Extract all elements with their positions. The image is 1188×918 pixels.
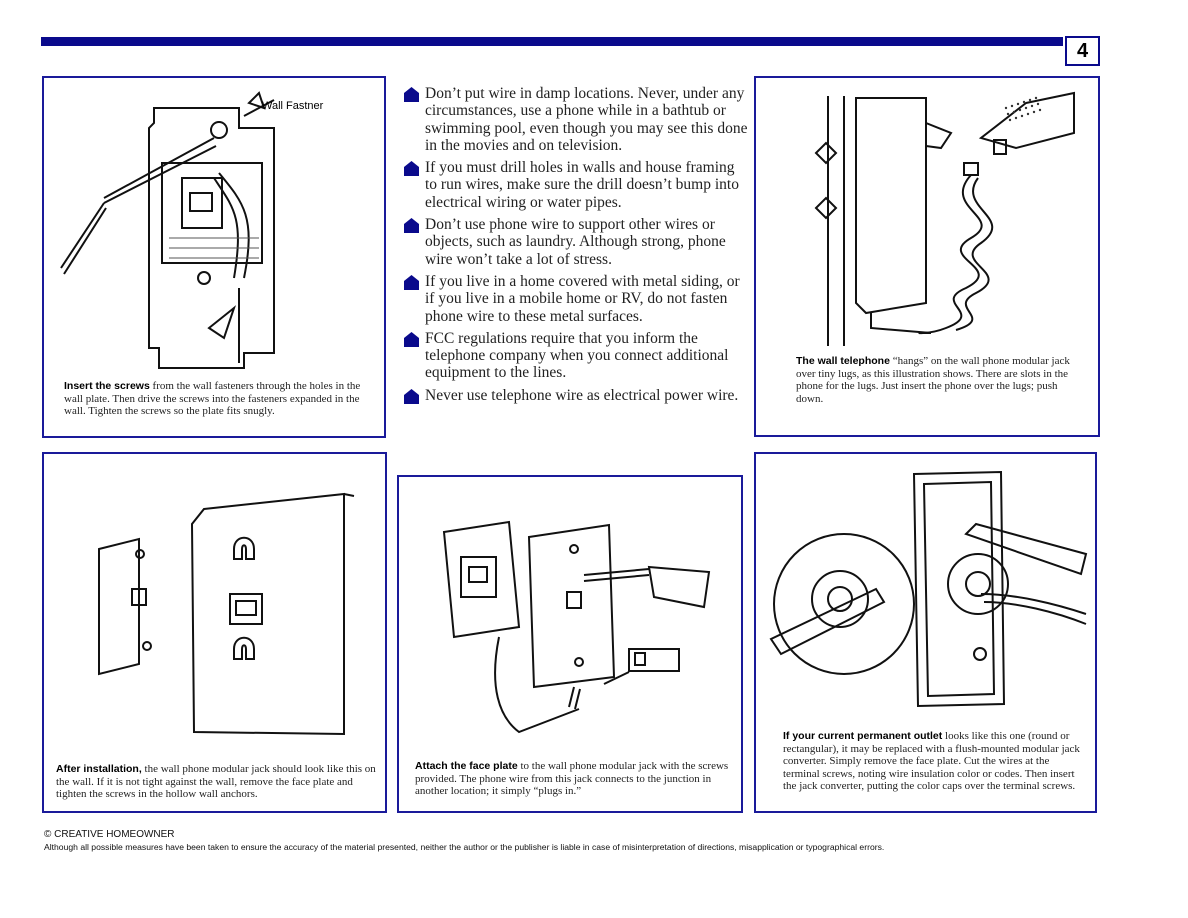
house-icon xyxy=(404,331,419,347)
panel-permanent-outlet: If your current permanent outlet looks l… xyxy=(754,452,1097,813)
permanent-outlet-illustration xyxy=(769,470,1088,708)
caption-text: “hangs” on the wall phone modular jack o… xyxy=(796,355,1070,405)
bullet-text: Don’t use phone wire to support other wi… xyxy=(425,216,726,268)
list-item: FCC regulations require that you inform … xyxy=(404,330,748,382)
caption-lead: The wall telephone xyxy=(796,355,890,367)
panel-insert-screws: Wall Fastner Insert the screws from the … xyxy=(42,76,386,438)
bullet-text: Don’t put wire in damp locations. Never,… xyxy=(425,85,748,154)
caption-text: looks like this one (round or rectangula… xyxy=(783,730,1080,792)
disclaimer: Although all possible measures have been… xyxy=(44,842,885,852)
wall-plate-illustration xyxy=(60,91,275,369)
safety-list: Don’t put wire in damp locations. Never,… xyxy=(404,85,748,409)
caption-after-installation: After installation, the wall phone modul… xyxy=(56,763,376,801)
house-icon xyxy=(404,161,419,177)
house-icon xyxy=(404,218,419,234)
caption-text: from the wall fasteners through the hole… xyxy=(64,380,361,417)
panel-attach-face-plate: Attach the face plate to the wall phone … xyxy=(397,475,743,813)
callout-wall-fastener: Wall Fastner xyxy=(262,100,324,112)
list-item: Don’t use phone wire to support other wi… xyxy=(404,216,748,268)
panel-after-installation: After installation, the wall phone modul… xyxy=(42,452,387,813)
bullet-text: If you live in a home covered with metal… xyxy=(425,272,740,325)
copyright: © CREATIVE HOMEOWNER xyxy=(44,829,175,840)
list-item: Never use telephone wire as electrical p… xyxy=(404,387,748,404)
bullet-text: Never use telephone wire as electrical p… xyxy=(425,386,739,404)
list-item: If you live in a home covered with metal… xyxy=(404,273,748,325)
page-number: 4 xyxy=(1065,36,1100,66)
house-icon xyxy=(404,87,419,102)
house-icon xyxy=(404,274,419,290)
installed-jack-illustration xyxy=(98,492,355,736)
bullet-text: If you must drill holes in walls and hou… xyxy=(425,159,739,211)
face-plate-illustration xyxy=(442,520,711,734)
bullet-text: FCC regulations require that you inform … xyxy=(425,329,729,382)
caption-permanent-outlet: If your current permanent outlet looks l… xyxy=(783,730,1088,793)
caption-lead: If your current permanent outlet xyxy=(783,730,943,742)
caption-wall-telephone: The wall telephone “hangs” on the wall p… xyxy=(796,355,1086,405)
caption-lead: Insert the screws xyxy=(64,380,150,392)
house-icon xyxy=(404,388,419,404)
list-item: If you must drill holes in walls and hou… xyxy=(404,159,748,211)
caption-lead: After installation, xyxy=(56,763,142,775)
panel-wall-telephone: The wall telephone “hangs” on the wall p… xyxy=(754,76,1100,437)
caption-insert-screws: Insert the screws from the wall fastener… xyxy=(64,380,374,418)
wall-telephone-illustration xyxy=(814,91,1075,346)
caption-attach-face-plate: Attach the face plate to the wall phone … xyxy=(415,760,735,798)
list-item: Don’t put wire in damp locations. Never,… xyxy=(404,85,748,154)
caption-lead: Attach the face plate xyxy=(415,760,518,772)
caption-text: to the wall phone modular jack with the … xyxy=(415,760,729,797)
header-rule xyxy=(41,37,1063,46)
caption-text: the wall phone modular jack should look … xyxy=(56,763,376,800)
